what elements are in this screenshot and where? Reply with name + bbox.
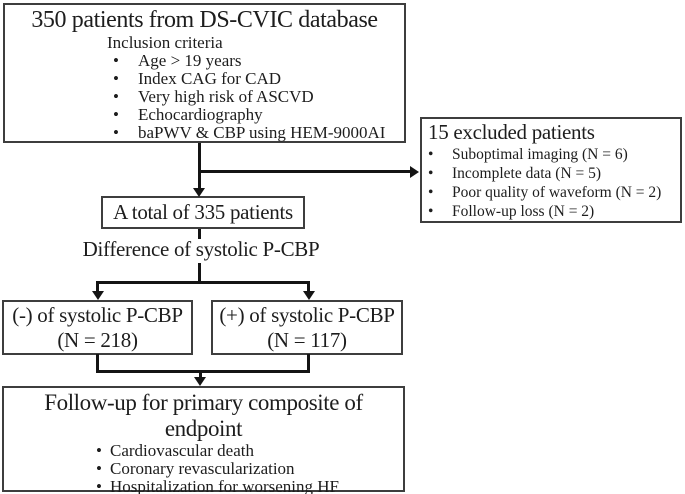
list-item: Cardiovascular death	[92, 442, 403, 461]
arrow-right-icon	[410, 166, 419, 178]
list-item: Follow-up loss (N = 2)	[428, 202, 680, 221]
list-item: Coronary revascularization	[92, 460, 403, 479]
endpoint-list: Cardiovascular death Coronary revascular…	[92, 442, 403, 494]
negative-pcbp-box: (-) of systolic P-CBP (N = 218)	[2, 300, 193, 355]
negative-pcbp-count: (N = 218)	[57, 327, 138, 352]
connector-merge-left	[96, 354, 99, 373]
exclusion-reasons-list: Suboptimal imaging (N = 6) Incomplete da…	[428, 145, 680, 221]
enrollment-title: 350 patients from DS-CVIC database	[31, 7, 378, 33]
excluded-title: 15 excluded patients	[428, 120, 595, 144]
negative-pcbp-label: (-) of systolic P-CBP	[12, 302, 183, 327]
list-item: Poor quality of waveform (N = 2)	[428, 183, 680, 202]
arrow-down-icon	[193, 188, 205, 197]
inclusion-criteria-heading: Inclusion criteria	[107, 33, 223, 52]
arrow-down-icon	[92, 291, 104, 300]
connector-to-followup	[199, 370, 202, 378]
positive-pcbp-label: (+) of systolic P-CBP	[219, 302, 395, 327]
followup-title: Follow-up for primary composite of endpo…	[44, 390, 363, 441]
list-item: Suboptimal imaging (N = 6)	[428, 145, 680, 164]
positive-pcbp-count: (N = 117)	[267, 327, 347, 352]
connector-label-to-branch	[198, 263, 201, 283]
list-item: Age > 19 years	[107, 52, 404, 71]
total-patients-label: A total of 335 patients	[113, 200, 293, 224]
arrow-down-icon	[303, 291, 315, 300]
connector-enrollment-to-total	[198, 143, 201, 189]
branch-merge-line	[96, 370, 310, 373]
connector-merge-right	[307, 354, 310, 373]
connector-branch-left	[96, 281, 99, 292]
list-item: baPWV & CBP using HEM-9000AI	[107, 124, 404, 143]
list-item: Echocardiography	[107, 106, 404, 125]
connector-total-to-label	[198, 229, 201, 239]
total-patients-box: A total of 335 patients	[101, 196, 305, 229]
excluded-patients-box: 15 excluded patients Suboptimal imaging …	[420, 117, 682, 223]
split-criterion-label: Difference of systolic P-CBP	[82, 237, 320, 261]
list-item: Hospitalization for worsening HF	[92, 478, 403, 494]
connector-to-excluded	[199, 170, 410, 173]
branch-split-line	[96, 281, 310, 284]
arrow-down-icon	[194, 377, 206, 386]
connector-branch-right	[307, 281, 310, 292]
followup-endpoint-box: Follow-up for primary composite of endpo…	[2, 386, 405, 494]
positive-pcbp-box: (+) of systolic P-CBP (N = 117)	[211, 300, 403, 355]
list-item: Very high risk of ASCVD	[107, 88, 404, 107]
list-item: Incomplete data (N = 5)	[428, 164, 680, 183]
inclusion-criteria-list: Age > 19 years Index CAG for CAD Very hi…	[107, 52, 404, 143]
list-item: Index CAG for CAD	[107, 70, 404, 89]
enrollment-box: 350 patients from DS-CVIC database Inclu…	[3, 3, 406, 143]
